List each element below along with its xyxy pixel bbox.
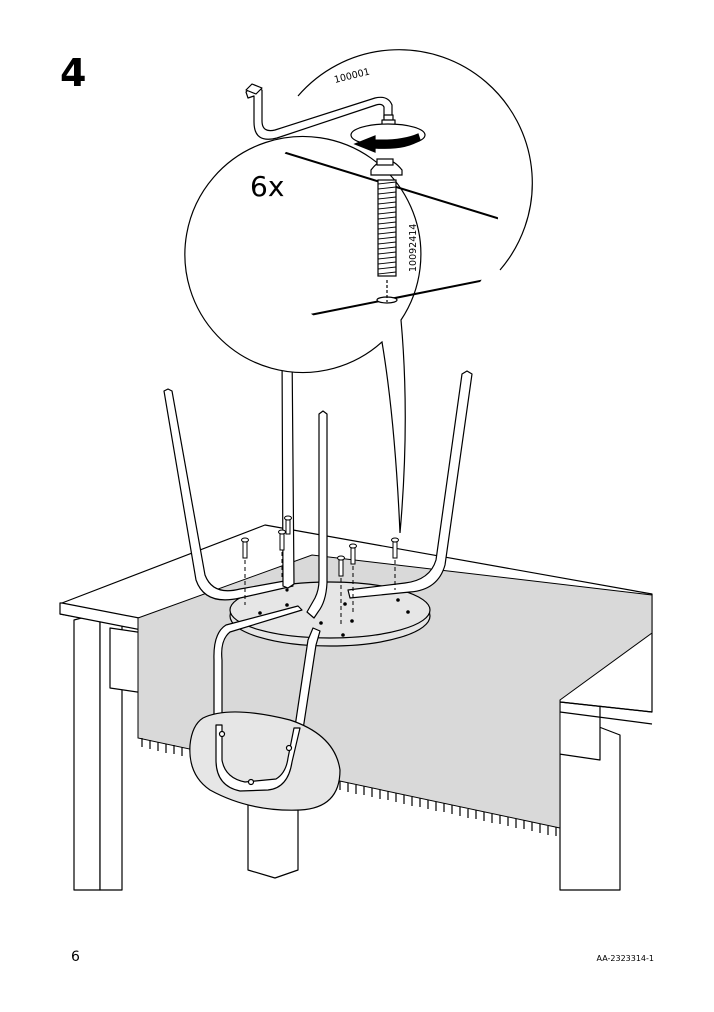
stool-leg-front: [306, 410, 328, 619]
stool-leg-right: [347, 370, 473, 599]
screw-3: [284, 515, 292, 535]
tool-code-label: 100001: [333, 66, 371, 85]
rotation-arrow-icon: [350, 123, 426, 153]
detail-callout: [184, 49, 533, 534]
part-code-label: 10092414: [408, 224, 419, 272]
page-number: 6: [71, 949, 80, 965]
stool: [163, 342, 473, 811]
stool-leg-back-left: [163, 388, 294, 601]
screw-5: [349, 543, 357, 612]
screws: [241, 515, 399, 625]
table-leg-back-left: [73, 612, 101, 891]
stool-leg-back: [281, 342, 295, 589]
screw-1: [241, 537, 249, 605]
screw-4: [337, 555, 345, 625]
detail-screw: [370, 158, 403, 277]
quantity-label: 6x: [250, 170, 284, 203]
document-id: AA-2323314-1: [596, 954, 654, 963]
screw-2: [278, 529, 286, 580]
screw-6: [391, 537, 399, 590]
step-number: 4: [60, 51, 87, 95]
